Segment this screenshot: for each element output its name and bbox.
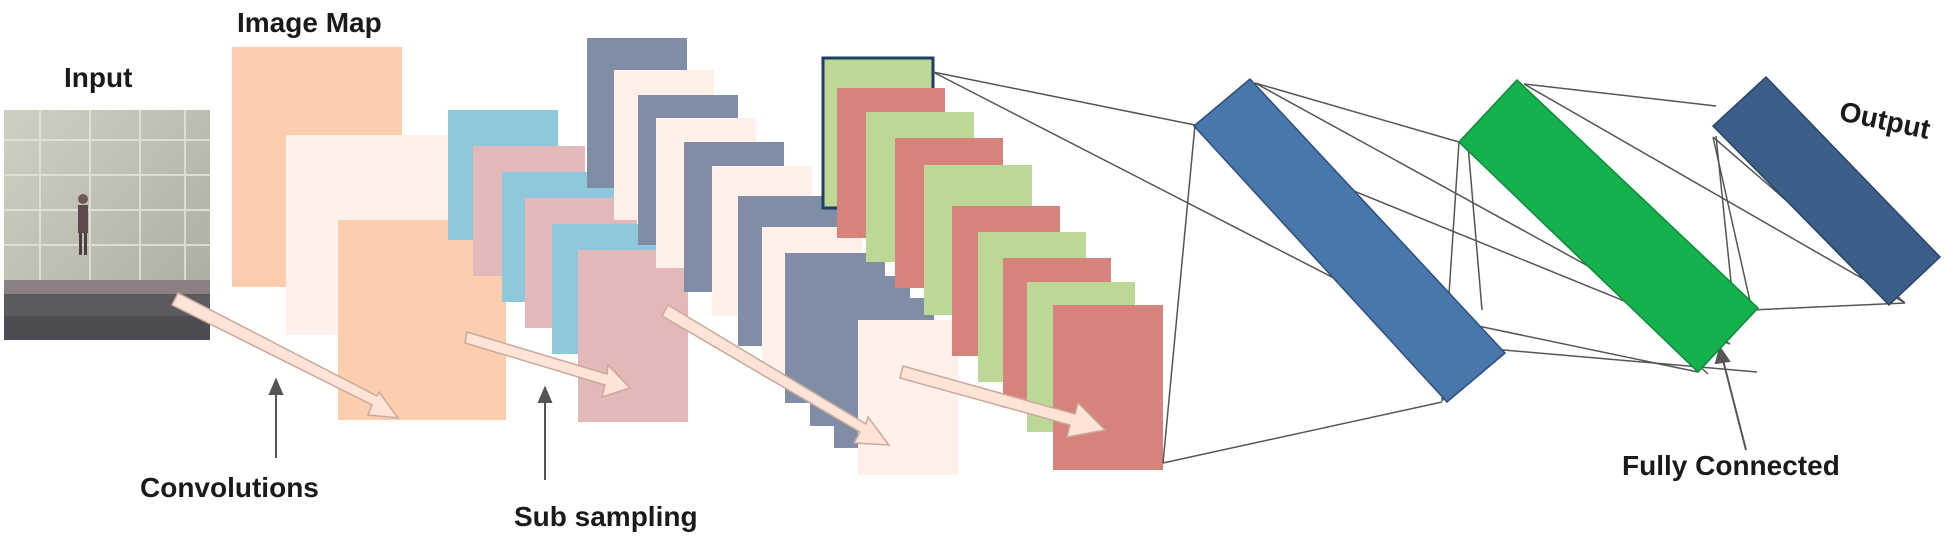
pointer-arrows [268,345,1747,480]
image-map-stack [232,47,506,420]
convolutions-label: Convolutions [140,472,319,503]
flow-arrow-3 [660,303,891,446]
person-figure [78,205,88,233]
input-label: Input [64,62,132,93]
fully-connected-label: Fully Connected [1622,450,1840,481]
subsampling-stack-2 [821,56,1163,470]
flow-arrows [170,291,1107,446]
output-label: Output [1837,96,1933,145]
output-layer [1711,75,1942,307]
subsampling-stack-1 [448,110,688,422]
convolution-stack-2 [587,38,958,475]
fully-connected-layer-1 [1192,77,1507,404]
sub-sampling-label: Sub sampling [514,501,698,532]
fully-connected-layer-2 [1457,78,1760,374]
flow-arrow-2 [464,331,632,399]
flow-arrow-1 [170,291,400,419]
convolutions-pointer-head [268,377,284,395]
image-map-label: Image Map [237,7,382,38]
flow-arrow-4 [899,365,1107,438]
fully-connected-pointer-head [1714,345,1731,365]
subsampling-pointer-head [537,385,553,403]
input-image [4,110,210,340]
